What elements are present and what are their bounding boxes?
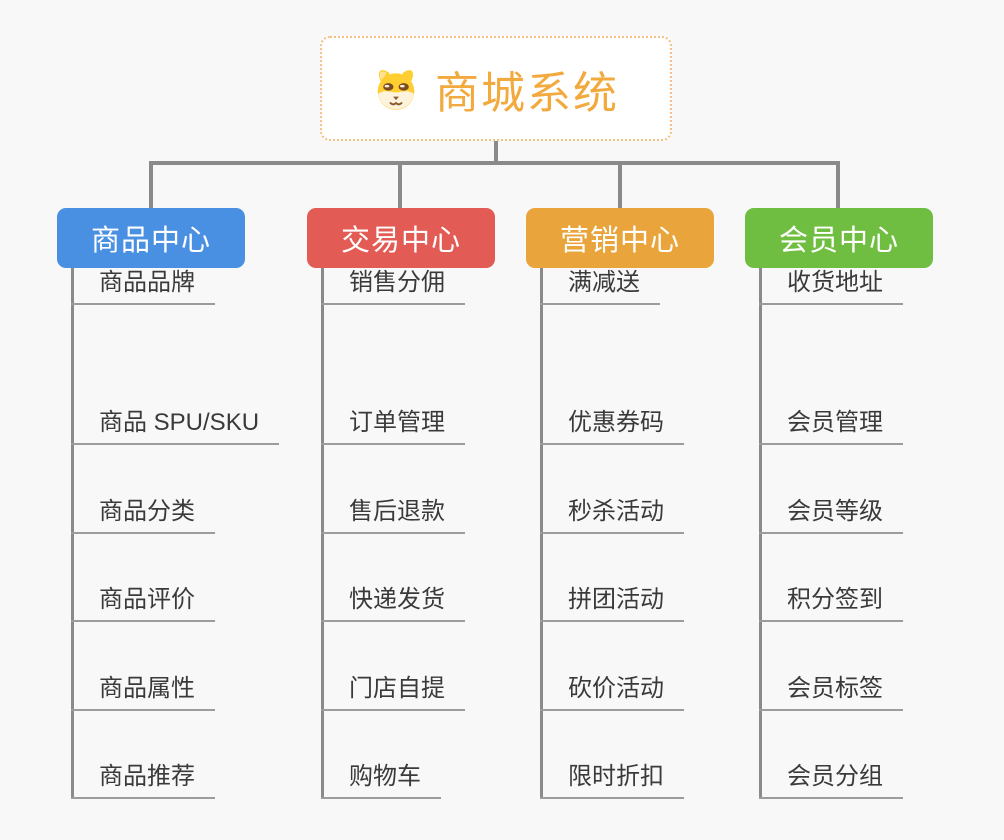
child-node[interactable]: 门店自提 bbox=[321, 674, 465, 711]
child-node[interactable]: 商品 SPU/SKU bbox=[71, 408, 280, 445]
child-node[interactable]: 积分签到 bbox=[759, 585, 903, 622]
child-node[interactable]: 快递发货 bbox=[321, 585, 465, 622]
connector-branch-3 bbox=[618, 163, 622, 208]
branch-children-trade-center: 订单管理 售后退款 快递发货 门店自提 购物车 销售分佣 bbox=[321, 268, 571, 808]
root-node[interactable]: 商城系统 bbox=[320, 36, 672, 141]
child-node[interactable]: 限时折扣 bbox=[540, 762, 684, 799]
branch-children-member-center: 会员管理 会员等级 积分签到 会员标签 会员分组 收货地址 bbox=[759, 268, 1004, 808]
connector-branch-1 bbox=[149, 163, 153, 208]
child-node[interactable]: 砍价活动 bbox=[540, 674, 684, 711]
child-node[interactable]: 商品品牌 bbox=[71, 268, 215, 305]
child-node[interactable]: 销售分佣 bbox=[321, 268, 465, 305]
branch-children-marketing-center: 优惠券码 秒杀活动 拼团活动 砍价活动 限时折扣 满减送 bbox=[540, 268, 790, 808]
connector-branch-2 bbox=[398, 163, 402, 208]
branch-node-member-center[interactable]: 会员中心 bbox=[745, 208, 933, 268]
child-node[interactable]: 秒杀活动 bbox=[540, 497, 684, 534]
child-node[interactable]: 收货地址 bbox=[759, 268, 903, 305]
child-node[interactable]: 商品推荐 bbox=[71, 762, 215, 799]
child-node[interactable]: 商品评价 bbox=[71, 585, 215, 622]
child-node[interactable]: 会员标签 bbox=[759, 674, 903, 711]
child-node[interactable]: 购物车 bbox=[321, 762, 441, 799]
child-node[interactable]: 订单管理 bbox=[321, 408, 465, 445]
child-node[interactable]: 商品分类 bbox=[71, 497, 215, 534]
child-node[interactable]: 拼团活动 bbox=[540, 585, 684, 622]
child-node[interactable]: 商品属性 bbox=[71, 674, 215, 711]
child-node[interactable]: 优惠券码 bbox=[540, 408, 684, 445]
child-node[interactable]: 会员等级 bbox=[759, 497, 903, 534]
child-node[interactable]: 满减送 bbox=[540, 268, 660, 305]
root-title: 商城系统 bbox=[435, 68, 619, 118]
connector-branch-4 bbox=[836, 163, 840, 208]
dog-face-icon bbox=[377, 69, 415, 110]
branch-children-product-center: 商品 SPU/SKU 商品分类 商品评价 商品属性 商品推荐 商品品牌 bbox=[71, 268, 321, 808]
branch-node-product-center[interactable]: 商品中心 bbox=[57, 208, 245, 268]
connector-root-stem bbox=[494, 141, 498, 163]
child-node[interactable]: 售后退款 bbox=[321, 497, 465, 534]
child-node[interactable]: 会员分组 bbox=[759, 762, 903, 799]
child-node[interactable]: 会员管理 bbox=[759, 408, 903, 445]
branch-node-trade-center[interactable]: 交易中心 bbox=[307, 208, 495, 268]
branch-node-marketing-center[interactable]: 营销中心 bbox=[526, 208, 714, 268]
connector-horizontal-bar bbox=[149, 161, 840, 165]
